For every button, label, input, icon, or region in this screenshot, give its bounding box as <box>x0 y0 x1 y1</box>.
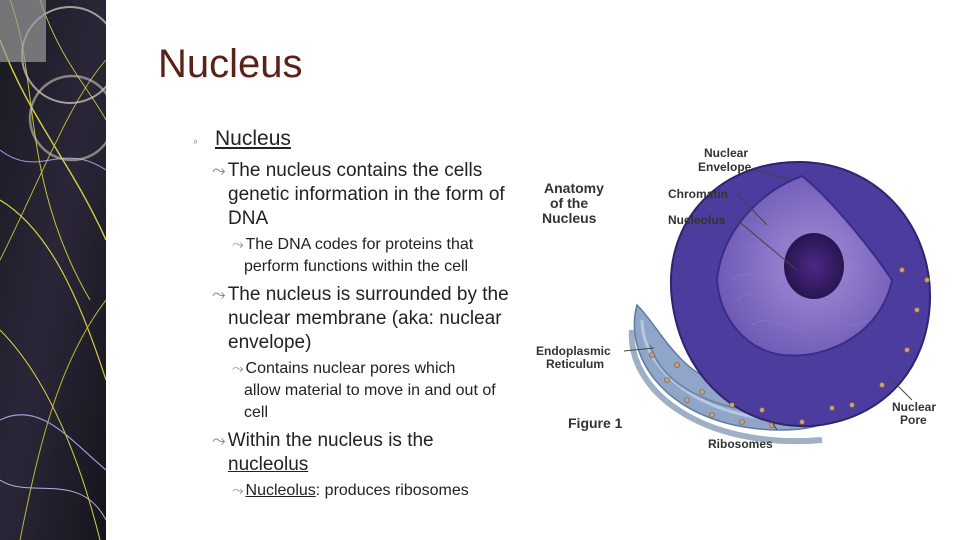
label-ribosomes: Ribosomes <box>708 437 773 451</box>
arrow-bullet-icon: ⤳ <box>212 285 226 304</box>
bullet-3a-line: ⤳Nucleolus: produces ribosomes <box>232 482 469 500</box>
diagram-title-line-2: of the <box>550 195 588 211</box>
bullet-3-text-1: Within the nucleus is the <box>227 430 434 451</box>
nucleolus-term: Nucleolus <box>245 482 316 499</box>
nucleolus-shape <box>784 233 844 299</box>
label-nuclear-pore-1: Nuclear <box>892 400 936 414</box>
label-figure: Figure 1 <box>568 415 623 431</box>
label-nuclear-envelope-1: Nuclear <box>704 146 748 160</box>
label-nuclear-pore-2: Pore <box>900 413 927 427</box>
bullet-2-line-1: ⤳The nucleus is surrounded by the <box>212 284 509 306</box>
ribosome-dots <box>649 267 930 428</box>
leader-lines <box>623 169 913 431</box>
arrow-bullet-icon: ⤳ <box>212 431 226 450</box>
bullet-2-text-1: The nucleus is surrounded by the <box>227 284 509 305</box>
bullet-2a-line-2: allow material to move in and out of <box>244 382 496 399</box>
bullet-2a-text-1: Contains nuclear pores which <box>245 360 456 377</box>
nucleus-anatomy-diagram: Anatomy of the Nucleus Nuclear Envelope … <box>536 146 936 451</box>
bullet-2-line-2: nuclear membrane (aka: nuclear <box>228 308 502 329</box>
label-nucleolus: Nucleolus <box>668 213 726 227</box>
bullet-1-line-3: DNA <box>228 208 269 229</box>
label-er-2: Reticulum <box>546 357 604 371</box>
bullet-2a-line-3: cell <box>244 404 269 421</box>
bullet-1a-text-1: The DNA codes for proteins that <box>245 236 474 253</box>
diagram-title-line-1: Anatomy <box>544 180 604 196</box>
arrow-bullet-icon: ⤳ <box>212 161 226 180</box>
label-er-1: Endoplasmic <box>536 344 611 358</box>
label-chromatin: Chromatin <box>668 187 728 201</box>
bullet-1-line-2: genetic information in the form of <box>228 184 505 205</box>
arrow-bullet-icon: ⤳ <box>232 237 244 253</box>
arrow-bullet-icon: ⤳ <box>232 361 244 377</box>
bullet-1a-line-1: ⤳The DNA codes for proteins that <box>232 236 473 254</box>
bullet-3-line-2: nucleolus <box>228 454 309 475</box>
ring-bullet-icon: ◦ <box>193 133 198 149</box>
bullet-1a-line-2: perform functions within the cell <box>244 258 469 275</box>
arrow-bullet-icon: ⤳ <box>232 483 244 499</box>
nucleolus-definition: : produces ribosomes <box>315 482 469 499</box>
side-decoration <box>0 0 106 540</box>
bullet-1-text-1: The nucleus contains the cells <box>227 160 483 181</box>
bullet-2-line-3: envelope) <box>228 332 312 353</box>
diagram-title-line-3: Nucleus <box>542 210 597 226</box>
bullet-1-line-1: ⤳The nucleus contains the cells <box>212 160 482 182</box>
section-heading: Nucleus <box>215 127 291 150</box>
slide-title: Nucleus <box>158 42 303 86</box>
bullet-3-line-1: ⤳Within the nucleus is the <box>212 430 434 452</box>
bullet-2a-line-1: ⤳Contains nuclear pores which <box>232 360 455 378</box>
label-nuclear-envelope-2: Envelope <box>698 160 752 174</box>
